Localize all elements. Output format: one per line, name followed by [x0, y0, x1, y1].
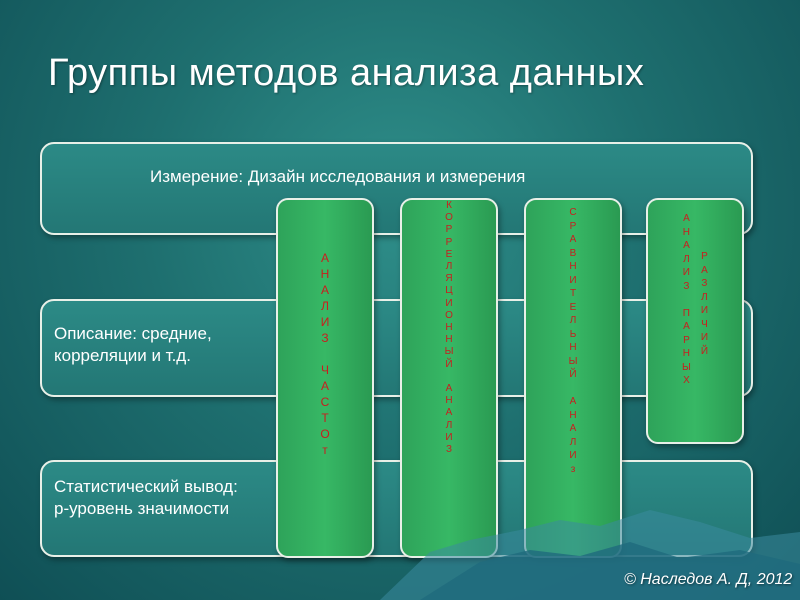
column-difference-analysis-label-b: Р А З Л И Ч И Й	[700, 251, 709, 357]
copyright-text: © Наследов А. Д, 2012	[624, 571, 793, 588]
column-difference-analysis-text: А Н А Л И З П А Р Н Ы Х Р А З Л И Ч И Й	[682, 212, 708, 388]
column-correlation-analysis: К О Р Р Е Л Я Ц И О Н Н Ы Й А Н А Л И З	[400, 198, 498, 558]
level-measurement: Измерение: Дизайн исследования и измерен…	[40, 142, 753, 235]
column-difference-analysis-label-a: А Н А Л И З П А Р Н Ы Х	[681, 213, 691, 386]
mountains-decoration	[380, 510, 800, 600]
slide-title: Группы методов анализа данных	[48, 52, 645, 94]
level-description: Описание: средние, корреляции и т.д.	[40, 299, 753, 397]
level-measurement-label: Измерение: Дизайн исследования и измерен…	[150, 167, 526, 186]
column-frequency-analysis-label: А Н А Л И З Ч А С Т О т	[320, 251, 330, 457]
column-comparative-analysis: С Р А В Н И Т Е Л Ь Н Ы Й А Н А Л И з	[524, 198, 622, 558]
column-frequency-analysis: А Н А Л И З Ч А С Т О т	[276, 198, 374, 558]
column-correlation-analysis-label: К О Р Р Е Л Я Ц И О Н Н Ы Й А Н А Л И З	[444, 200, 454, 456]
column-difference-analysis: А Н А Л И З П А Р Н Ы Х Р А З Л И Ч И Й	[646, 198, 744, 444]
level-inference-label: Статистический вывод: р-уровень значимос…	[54, 477, 238, 518]
level-description-label: Описание: средние, корреляции и т.д.	[54, 324, 212, 365]
mountain-near-shape	[420, 542, 800, 600]
column-comparative-analysis-label: С Р А В Н И Т Е Л Ь Н Ы Й А Н А Л И з	[568, 207, 578, 475]
